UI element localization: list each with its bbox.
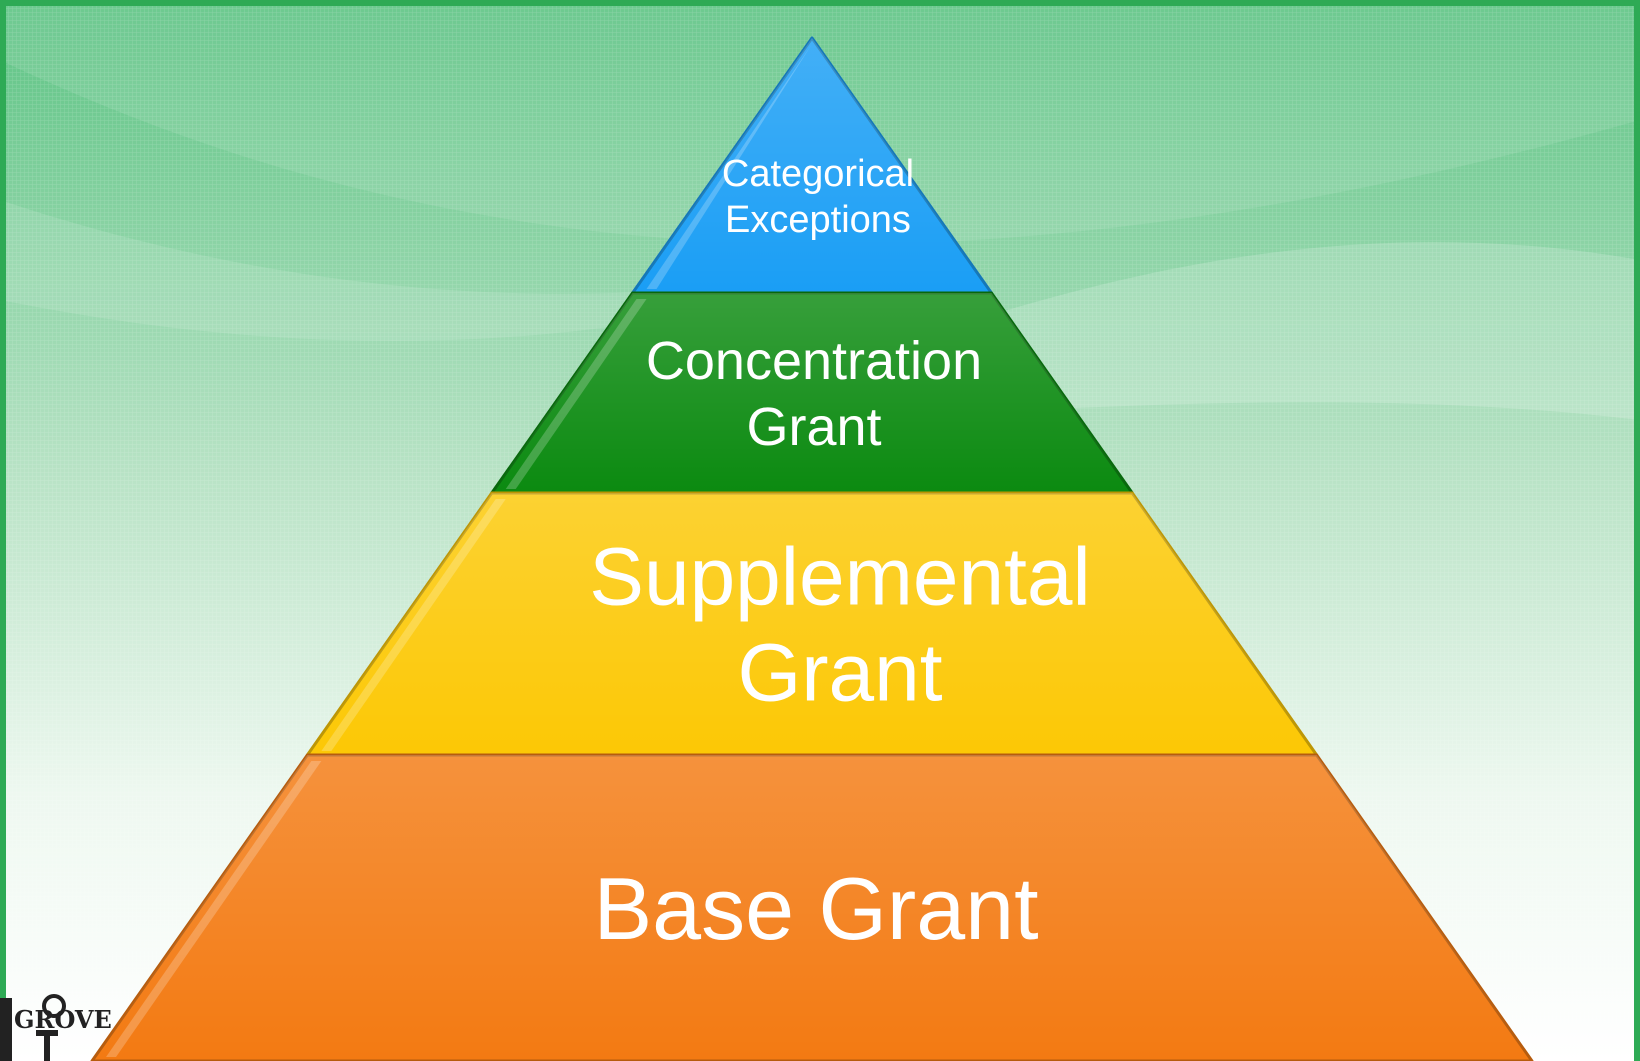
logo-mark	[0, 998, 12, 1061]
logo-text: GROVE	[14, 1005, 112, 1034]
logo-mark	[44, 1030, 50, 1061]
pyramid-level-base-grant: Base Grant	[90, 753, 1534, 1061]
pyramid-level-sheen	[491, 293, 1133, 493]
pyramid-level-sheen	[307, 493, 1317, 755]
pyramid-level-label: Exceptions	[725, 199, 911, 241]
pyramid-level-sheen	[632, 38, 992, 293]
pyramid-level-label: Supplemental	[589, 532, 1090, 623]
pyramid-level-label: Grant	[737, 628, 942, 719]
logo-mark	[42, 994, 66, 1018]
pyramid-level-label: Categorical	[722, 153, 914, 195]
pyramid-diagram: CategoricalExceptionsConcentrationGrantS…	[90, 36, 1534, 1061]
grove-logo-icon: GROVE	[0, 994, 112, 1061]
pyramid-level-sheen	[92, 755, 1532, 1061]
pyramid-level-label: Concentration	[646, 331, 982, 391]
pyramid-level-label: Base Grant	[593, 859, 1038, 958]
pyramid-level-label: Grant	[746, 397, 881, 457]
